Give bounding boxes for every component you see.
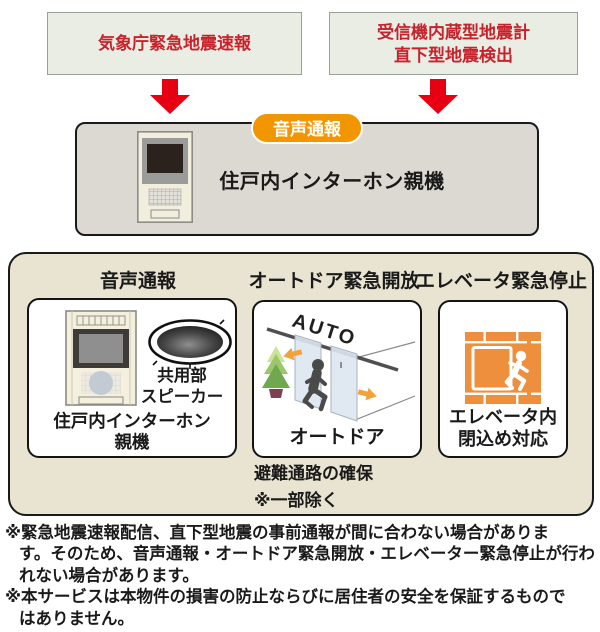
voice-report-card: 共用部 スピーカー 住戸内インターホン 親機 [27, 298, 237, 458]
autodoor-heading: オートドア緊急開放 [248, 271, 420, 292]
down-arrow-icon [418, 79, 458, 114]
intercom-unit-label-line1: 住戸内インターホン [53, 411, 211, 431]
autodoor-card: AUTO [252, 300, 422, 458]
intercom-unit-label-line2: 親機 [114, 432, 150, 452]
intercom-unit-label: 住戸内インターホン 親機 [29, 411, 235, 453]
partial-exclusion-note: ※一部除く [254, 491, 339, 510]
autodoor-label: オートドア [289, 427, 385, 448]
footnote1-line3: れない場合があります。 [19, 566, 199, 585]
speaker-label-line1: 共用部 [157, 367, 207, 385]
elevator-trapped-label-line2: 閉込め対応 [458, 429, 548, 449]
running-person-icon [504, 350, 529, 391]
footnote2-line1: ※本サービスは本物件の損害の防止ならびに居住者の安全を保証するもので [5, 588, 566, 607]
speaker-label: 共用部 スピーカー [129, 366, 235, 408]
master-unit-panel: 音声通報 住戸内インターホン親機 [75, 112, 539, 236]
footnotes: ※緊急地震速報配信、直下型地震の事前通報が間に合わない場合がありま す。そのため… [5, 523, 597, 630]
elevator-trapped-label-line1: エレベータ内 [449, 407, 557, 427]
jma-alert-label: 気象庁緊急地震速報 [98, 34, 251, 53]
builtin-seismometer-label-line1: 受信機内蔵型地震計 [377, 22, 530, 42]
builtin-seismometer-box: 受信機内蔵型地震計 直下型地震検出 [329, 12, 578, 75]
autodoor-illustration: AUTO [262, 310, 416, 422]
intercom-master-unit-icon [137, 131, 193, 223]
footnote1-line2: す。そのため、音声通報・オートドア緊急開放・エレベーター緊急停止が行わ [19, 545, 595, 564]
master-unit-label: 住戸内インターホン親機 [219, 170, 445, 193]
evacuation-route-caption: 避難通路の確保 [254, 464, 373, 483]
jma-alert-box: 気象庁緊急地震速報 [47, 12, 302, 75]
intercom-unit-icon [65, 310, 137, 406]
elevator-heading: エレベータ緊急停止 [416, 271, 588, 292]
elevator-card: エレベータ内 閉込め対応 [438, 300, 568, 458]
voice-report-badge: 音声通報 [251, 112, 363, 144]
footnote2-line2: はありません。 [19, 609, 135, 628]
builtin-seismometer-label-line2: 直下型地震検出 [394, 45, 513, 65]
speaker-icon [148, 319, 232, 369]
speaker-label-line2: スピーカー [140, 388, 224, 406]
footnote1-line1: ※緊急地震速報配信、直下型地震の事前通報が間に合わない場合がありま [5, 524, 550, 542]
elevator-escape-icon [465, 332, 541, 404]
down-arrow-icon [150, 79, 190, 114]
voice-report-heading: 音声通報 [99, 271, 176, 292]
features-panel: 音声通報 オートドア緊急開放 エレベータ緊急停止 [8, 252, 594, 516]
elevator-trapped-label: エレベータ内 閉込め対応 [440, 406, 566, 450]
walking-person-icon [302, 359, 328, 412]
